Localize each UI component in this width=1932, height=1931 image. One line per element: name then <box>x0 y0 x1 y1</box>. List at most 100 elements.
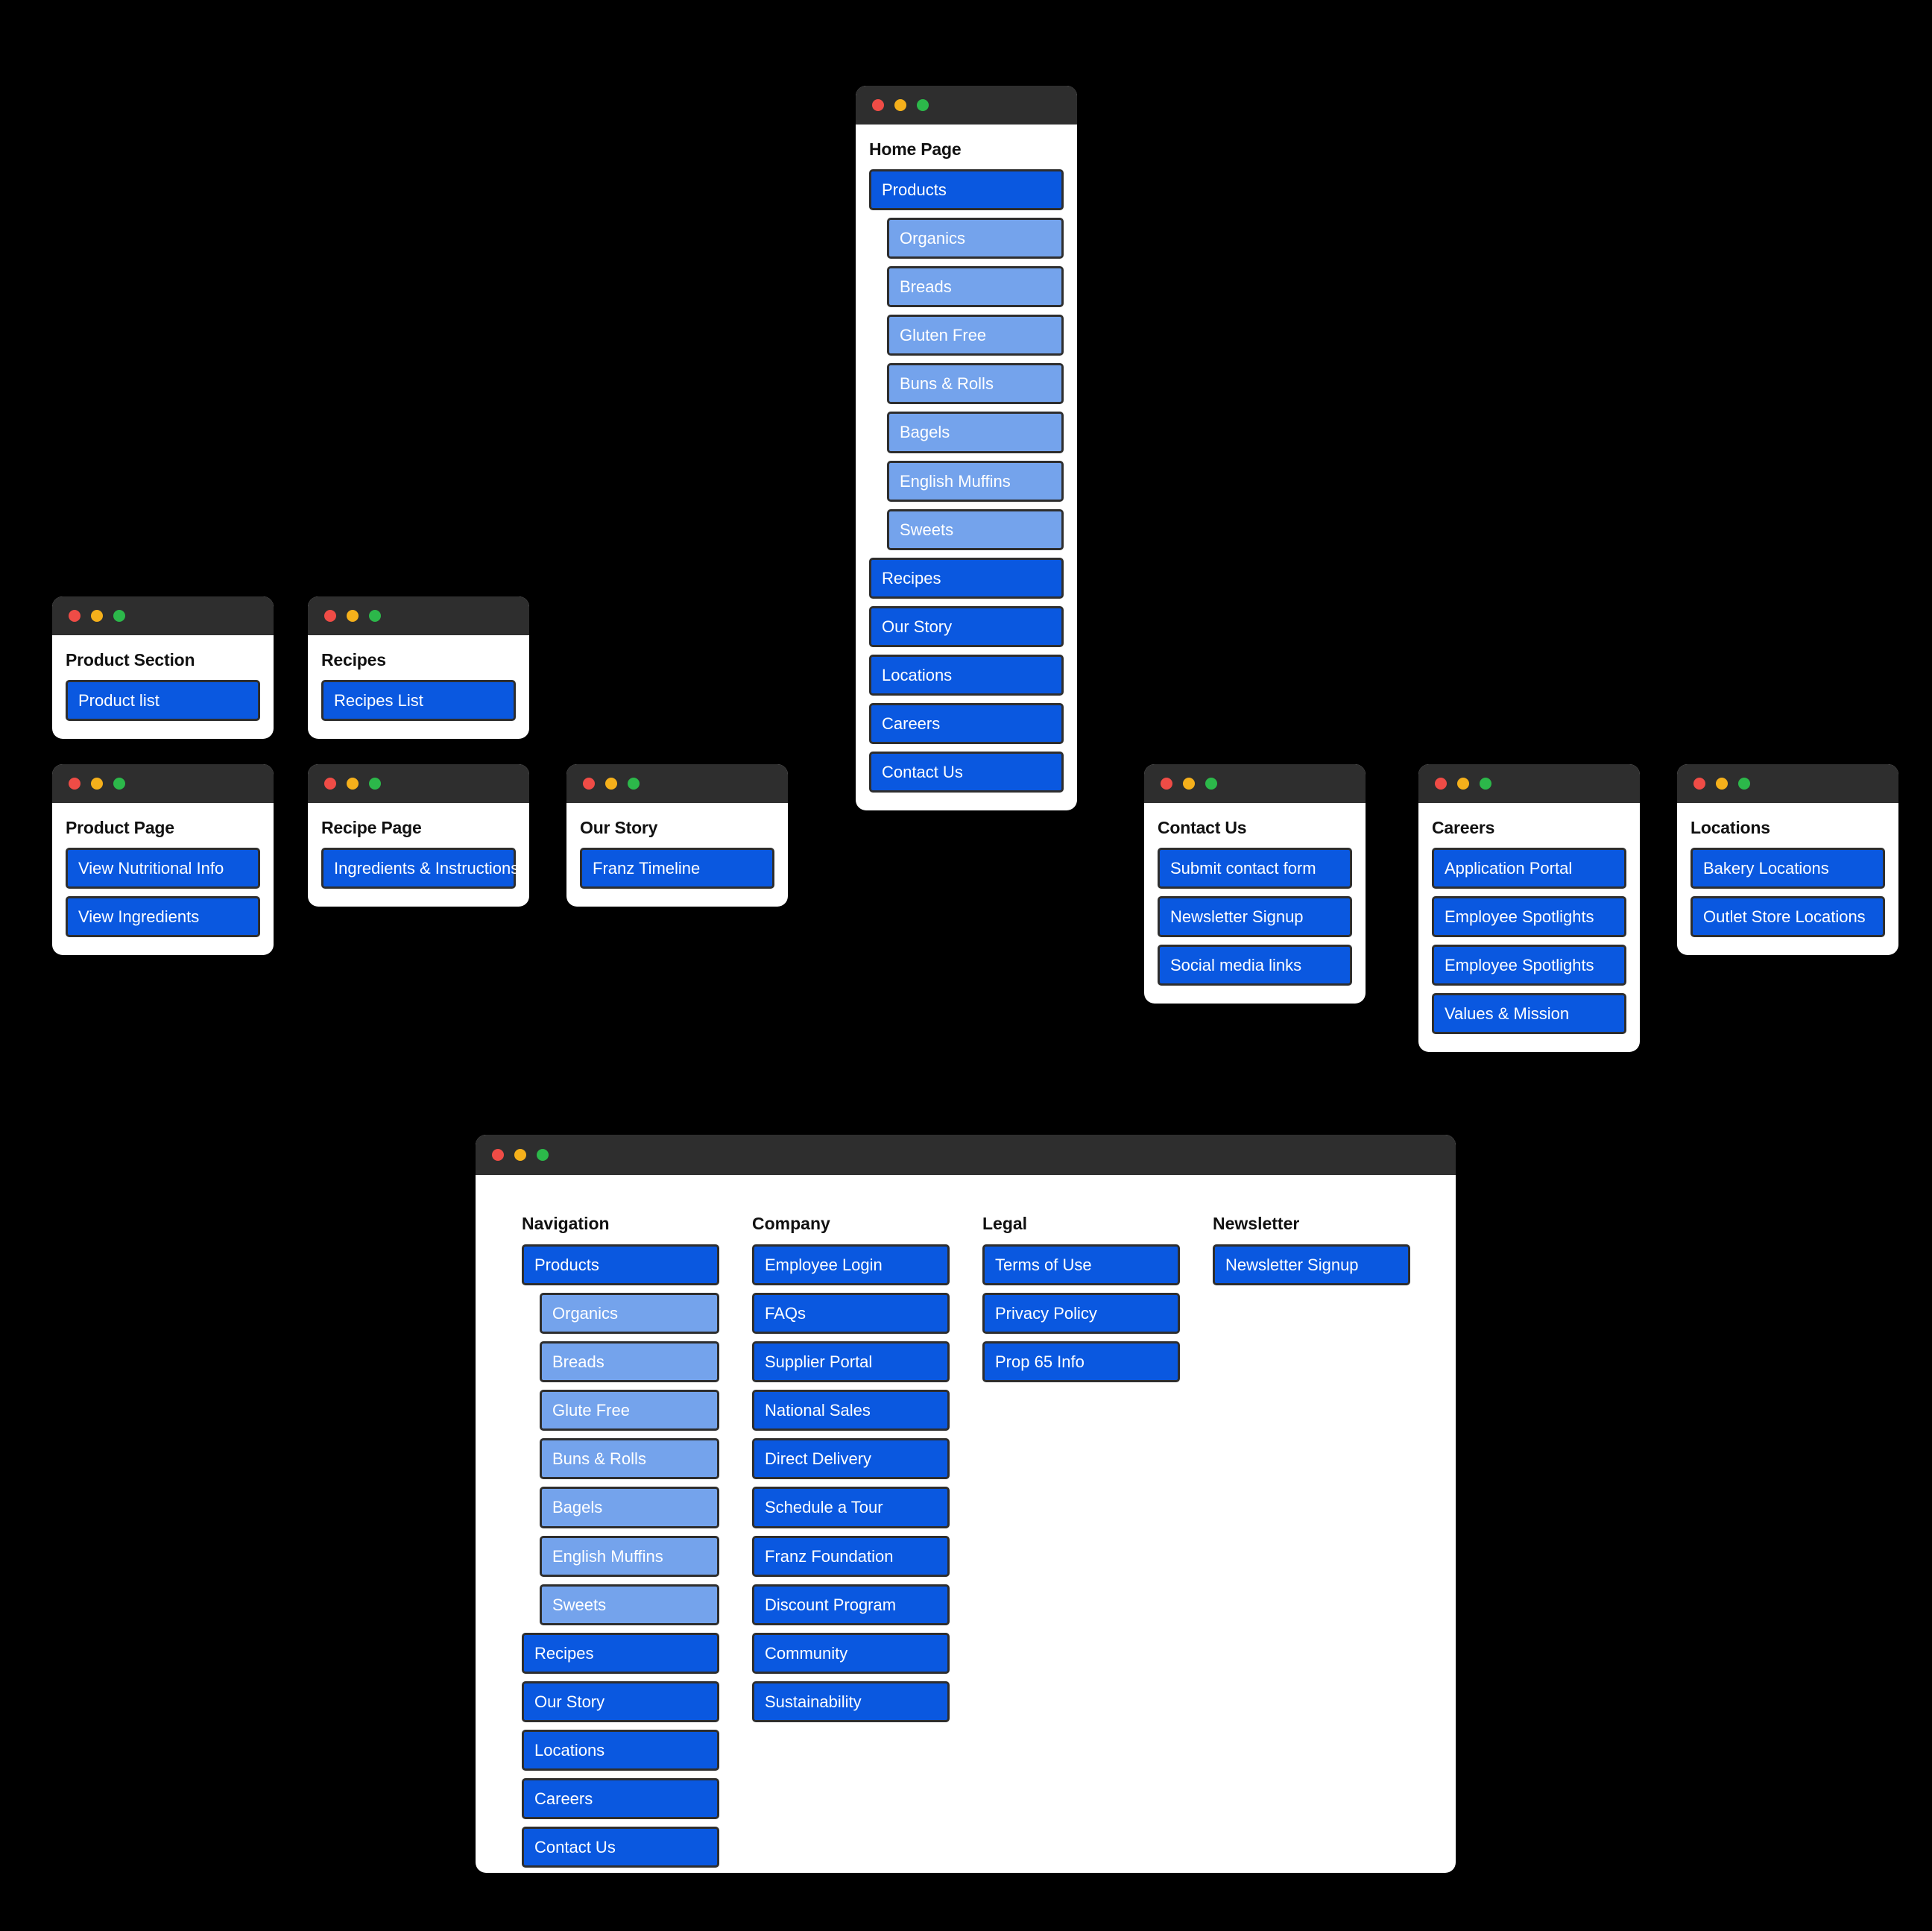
minimize-icon[interactable] <box>91 778 103 790</box>
nav-list: Recipes List <box>321 680 516 722</box>
maximize-icon[interactable] <box>369 610 381 622</box>
footer-column-title: Navigation <box>522 1214 610 1233</box>
nav-button[interactable]: National Sales <box>752 1390 950 1431</box>
maximize-icon[interactable] <box>628 778 640 790</box>
nav-button[interactable]: Organics <box>887 218 1064 259</box>
maximize-icon[interactable] <box>537 1149 549 1161</box>
nav-button[interactable]: Privacy Policy <box>982 1293 1180 1335</box>
nav-button[interactable]: Products <box>522 1244 719 1286</box>
nav-button[interactable]: FAQs <box>752 1293 950 1335</box>
nav-button[interactable]: Ingredients & Instructions <box>321 848 519 889</box>
minimize-icon[interactable] <box>1183 778 1195 790</box>
nav-button[interactable]: Recipes <box>522 1632 719 1674</box>
nav-button[interactable]: Newsletter Signup <box>1158 896 1352 938</box>
page-title: Recipe Page <box>321 818 422 837</box>
nav-button[interactable]: Glute Free <box>540 1390 719 1431</box>
titlebar <box>52 764 274 803</box>
minimize-icon[interactable] <box>347 610 359 622</box>
nav-button[interactable]: Careers <box>869 703 1064 745</box>
page-title: Locations <box>1690 818 1770 837</box>
nav-button[interactable]: Bakery Locations <box>1690 848 1885 889</box>
nav-button[interactable]: Newsletter Signup <box>1213 1244 1410 1286</box>
window-recipes: Recipes Recipes List <box>308 596 529 740</box>
nav-button[interactable]: Outlet Store Locations <box>1690 896 1885 938</box>
nav-button[interactable]: Prop 65 Info <box>982 1341 1180 1383</box>
nav-button[interactable]: Schedule a Tour <box>752 1487 950 1528</box>
nav-button[interactable]: Our Story <box>522 1680 719 1722</box>
nav-button[interactable]: Breads <box>540 1341 719 1383</box>
nav-button[interactable]: Terms of Use <box>982 1244 1180 1286</box>
maximize-icon[interactable] <box>369 778 381 790</box>
nav-button[interactable]: Values & Mission <box>1432 993 1626 1035</box>
close-icon[interactable] <box>324 778 336 790</box>
nav-button[interactable]: Social media links <box>1158 945 1352 986</box>
minimize-icon[interactable] <box>894 99 906 111</box>
nav-button[interactable]: Employee Spotlights <box>1432 945 1626 986</box>
maximize-icon[interactable] <box>1205 778 1217 790</box>
nav-button[interactable]: Supplier Portal <box>752 1341 950 1383</box>
nav-button[interactable]: Submit contact form <box>1158 848 1352 889</box>
nav-button[interactable]: Sweets <box>887 508 1064 550</box>
nav-button[interactable]: Bagels <box>540 1487 719 1528</box>
nav-button[interactable]: Our Story <box>869 605 1064 647</box>
nav-button[interactable]: Bagels <box>887 412 1064 453</box>
maximize-icon[interactable] <box>113 778 125 790</box>
nav-button[interactable]: Franz Timeline <box>580 848 774 889</box>
minimize-icon[interactable] <box>1457 778 1469 790</box>
window-recipe-page: Recipe Page Ingredients & Instructions <box>308 764 529 907</box>
nav-button[interactable]: Sweets <box>540 1584 719 1625</box>
maximize-icon[interactable] <box>1480 778 1491 790</box>
nav-button[interactable]: Product list <box>66 680 260 722</box>
nav-button[interactable]: Breads <box>887 266 1064 308</box>
close-icon[interactable] <box>492 1149 504 1161</box>
minimize-icon[interactable] <box>605 778 617 790</box>
close-icon[interactable] <box>324 610 336 622</box>
nav-button[interactable]: Careers <box>522 1778 719 1820</box>
nav-button[interactable]: English Muffins <box>540 1535 719 1577</box>
nav-button[interactable]: View Ingredients <box>66 896 260 938</box>
nav-list: Ingredients & Instructions <box>321 848 519 889</box>
minimize-icon[interactable] <box>347 778 359 790</box>
nav-button[interactable]: Community <box>752 1632 950 1674</box>
close-icon[interactable] <box>583 778 595 790</box>
close-icon[interactable] <box>69 778 80 790</box>
nav-button[interactable]: Discount Program <box>752 1584 950 1625</box>
nav-button[interactable]: English Muffins <box>887 460 1064 502</box>
close-icon[interactable] <box>1693 778 1705 790</box>
nav-button[interactable]: Employee Login <box>752 1244 950 1286</box>
nav-button[interactable]: Locations <box>522 1729 719 1771</box>
nav-button[interactable]: Franz Foundation <box>752 1535 950 1577</box>
nav-button[interactable]: Products <box>869 169 1064 211</box>
nav-button[interactable]: Contact Us <box>522 1827 719 1868</box>
nav-button[interactable]: Employee Spotlights <box>1432 896 1626 938</box>
minimize-icon[interactable] <box>514 1149 526 1161</box>
nav-button[interactable]: Buns & Rolls <box>540 1438 719 1480</box>
titlebar <box>566 764 788 803</box>
page-title: Recipes <box>321 650 386 670</box>
close-icon[interactable] <box>872 99 884 111</box>
nav-button[interactable]: Direct Delivery <box>752 1438 950 1480</box>
page-title: Contact Us <box>1158 818 1247 837</box>
nav-button[interactable]: Gluten Free <box>887 315 1064 356</box>
nav-button[interactable]: Locations <box>869 654 1064 696</box>
nav-button[interactable]: View Nutritional Info <box>66 848 260 889</box>
nav-button[interactable]: Application Portal <box>1432 848 1626 889</box>
nav-button[interactable]: Buns & Rolls <box>887 363 1064 405</box>
close-icon[interactable] <box>1435 778 1447 790</box>
close-icon[interactable] <box>69 610 80 622</box>
maximize-icon[interactable] <box>113 610 125 622</box>
close-icon[interactable] <box>1161 778 1172 790</box>
maximize-icon[interactable] <box>1738 778 1750 790</box>
minimize-icon[interactable] <box>1716 778 1728 790</box>
nav-button[interactable]: Organics <box>540 1293 719 1335</box>
maximize-icon[interactable] <box>917 99 929 111</box>
nav-button[interactable]: Recipes <box>869 557 1064 599</box>
footer-column-title: Newsletter <box>1213 1214 1300 1233</box>
nav-button[interactable]: Contact Us <box>869 752 1064 793</box>
minimize-icon[interactable] <box>91 610 103 622</box>
nav-button[interactable]: Sustainability <box>752 1680 950 1722</box>
nav-button[interactable]: Recipes List <box>321 680 516 722</box>
